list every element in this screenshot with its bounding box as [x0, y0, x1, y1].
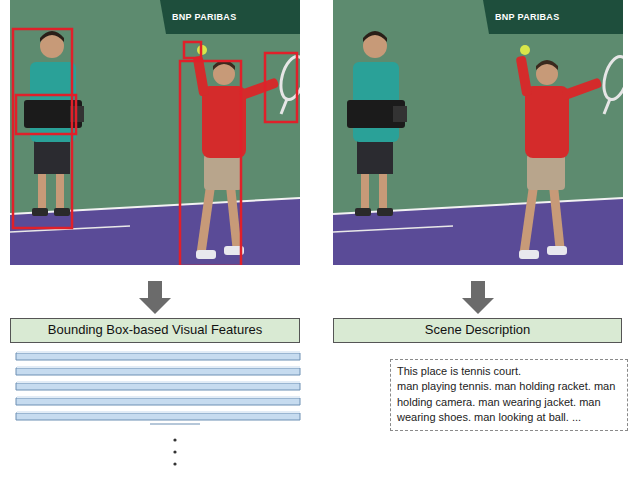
banner-text: BNP PARIBAS [172, 12, 236, 22]
feature-bars [16, 351, 300, 466]
photo [10, 0, 300, 265]
node-text: Bounding Box-based Visual Features [15, 322, 295, 338]
node-text: man playing tennis. man holding racket. … [397, 379, 621, 425]
node-text: Scene Description [338, 322, 617, 338]
process-box: Bounding Box-based Visual Features [10, 318, 300, 343]
node-text: This place is tennis court. [397, 364, 621, 379]
description-box: This place is tennis court.man playing t… [390, 359, 628, 431]
photo [333, 0, 623, 265]
banner-text: BNP PARIBAS [495, 12, 559, 22]
process-box: Scene Description [333, 318, 622, 343]
down-arrow [139, 281, 494, 314]
